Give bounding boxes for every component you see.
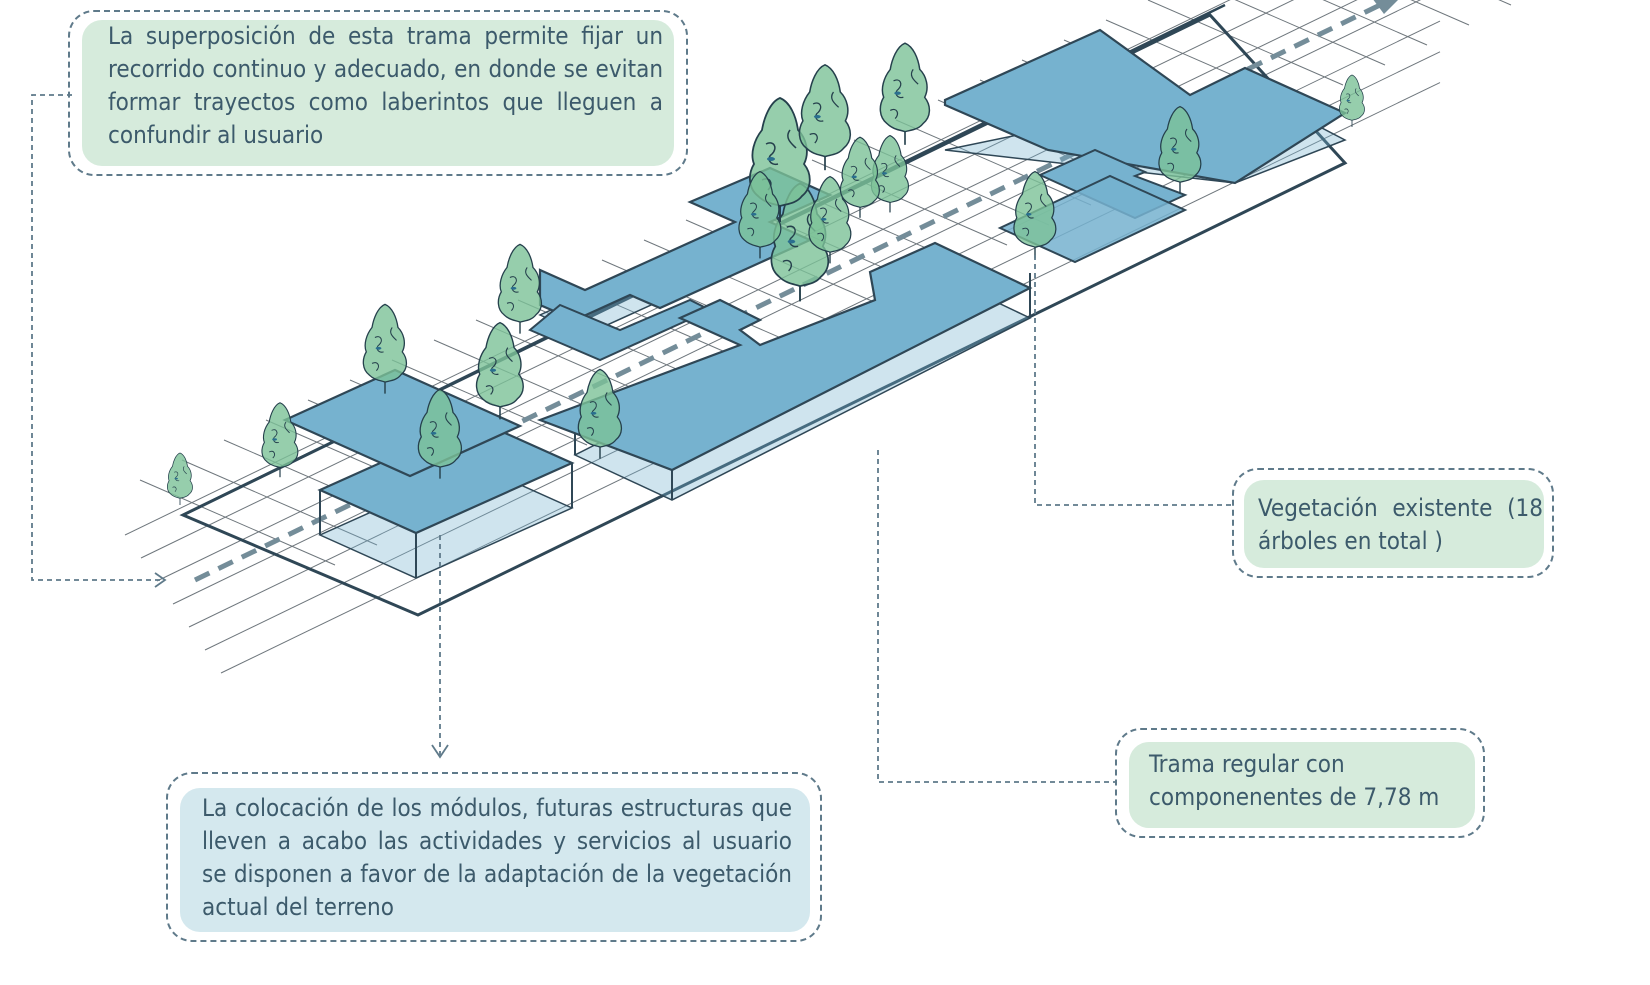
grid-line-cross <box>1234 0 1386 66</box>
callout-vegetation-text: Vegetación existente (18 árboles en tota… <box>1258 494 1543 555</box>
callout-modules-text: La colocación de los módulos, futuras es… <box>202 794 792 921</box>
leader-lines <box>31 94 1232 783</box>
leader-route <box>31 94 160 581</box>
grid-line-cross <box>1410 0 1470 26</box>
callout-grid: Trama regular con componenentes de 7,78 … <box>1115 728 1485 838</box>
leader-vegetation <box>1034 255 1232 506</box>
module-block-3 <box>536 241 1033 501</box>
callout-route-text: La superposición de esta trama permite f… <box>108 22 663 149</box>
tree-icon <box>879 42 931 146</box>
tree-icon <box>1338 74 1365 128</box>
grid-line-cross <box>181 459 378 546</box>
callout-vegetation: Vegetación existente (18 árboles en tota… <box>1232 468 1554 578</box>
callout-modules: La colocación de los módulos, futuras es… <box>166 772 822 942</box>
module-group <box>282 28 1348 579</box>
tree-icon <box>166 452 193 506</box>
grid-line-cross <box>1322 0 1428 46</box>
grid-line-cross <box>1147 0 1344 86</box>
leader-grid <box>877 450 1115 783</box>
arrow-head-icon <box>431 744 449 759</box>
arrow-head-icon <box>154 572 167 588</box>
callout-route: La superposición de esta trama permite f… <box>68 10 688 176</box>
grid-line-cross <box>895 119 1092 206</box>
module-block-4 <box>943 28 1348 264</box>
callout-grid-text: Trama regular con componenentes de 7,78 … <box>1149 750 1440 811</box>
arrow-head-icon <box>1373 0 1398 14</box>
tree-icon <box>497 243 543 335</box>
